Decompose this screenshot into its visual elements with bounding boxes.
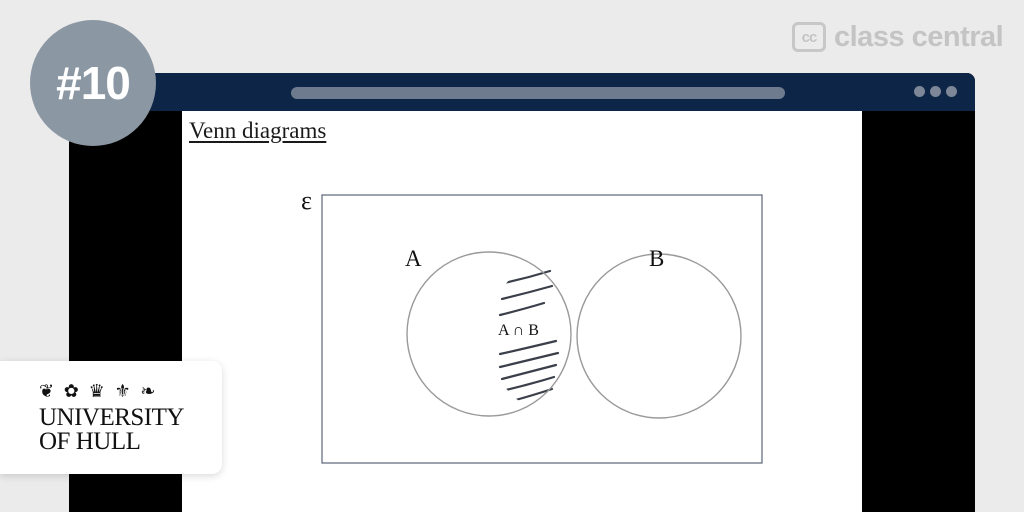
set-b-label: B	[649, 246, 664, 271]
university-card: ❦ ✿ ♛ ⚜ ❧ UNIVERSITY OF HULL	[0, 361, 222, 474]
set-b-circle	[576, 253, 742, 419]
rank-badge: #10	[30, 20, 156, 146]
university-name: UNIVERSITY OF HULL	[39, 404, 185, 455]
set-a-circle	[406, 251, 572, 417]
class-central-name: class central	[834, 20, 1004, 53]
browser-titlebar	[69, 73, 975, 111]
set-a-label: A	[405, 246, 422, 271]
intersection-hatching	[498, 269, 560, 403]
venn-diagram: ε A B A ∩ B	[301, 186, 763, 464]
university-name-line2: OF HULL	[39, 428, 141, 455]
university-crest-icon: ❦ ✿ ♛ ⚜ ❧	[39, 381, 158, 402]
university-name-line1: UNIVERSITY	[39, 404, 185, 431]
more-dot-icon[interactable]	[914, 86, 925, 97]
lecture-slide: Venn diagrams ε A B	[182, 111, 862, 512]
class-central-brand: cc class central	[792, 20, 1004, 54]
window-controls	[914, 86, 957, 97]
address-bar[interactable]	[291, 87, 785, 99]
slide-title: Venn diagrams	[189, 118, 327, 143]
intersection-label: A ∩ B	[498, 322, 539, 339]
universal-set-symbol: ε	[301, 186, 312, 215]
more-dot-icon[interactable]	[930, 86, 941, 97]
browser-window: Venn diagrams ε A B	[69, 73, 975, 512]
more-dot-icon[interactable]	[946, 86, 957, 97]
class-central-logo-icon: cc	[792, 22, 826, 52]
